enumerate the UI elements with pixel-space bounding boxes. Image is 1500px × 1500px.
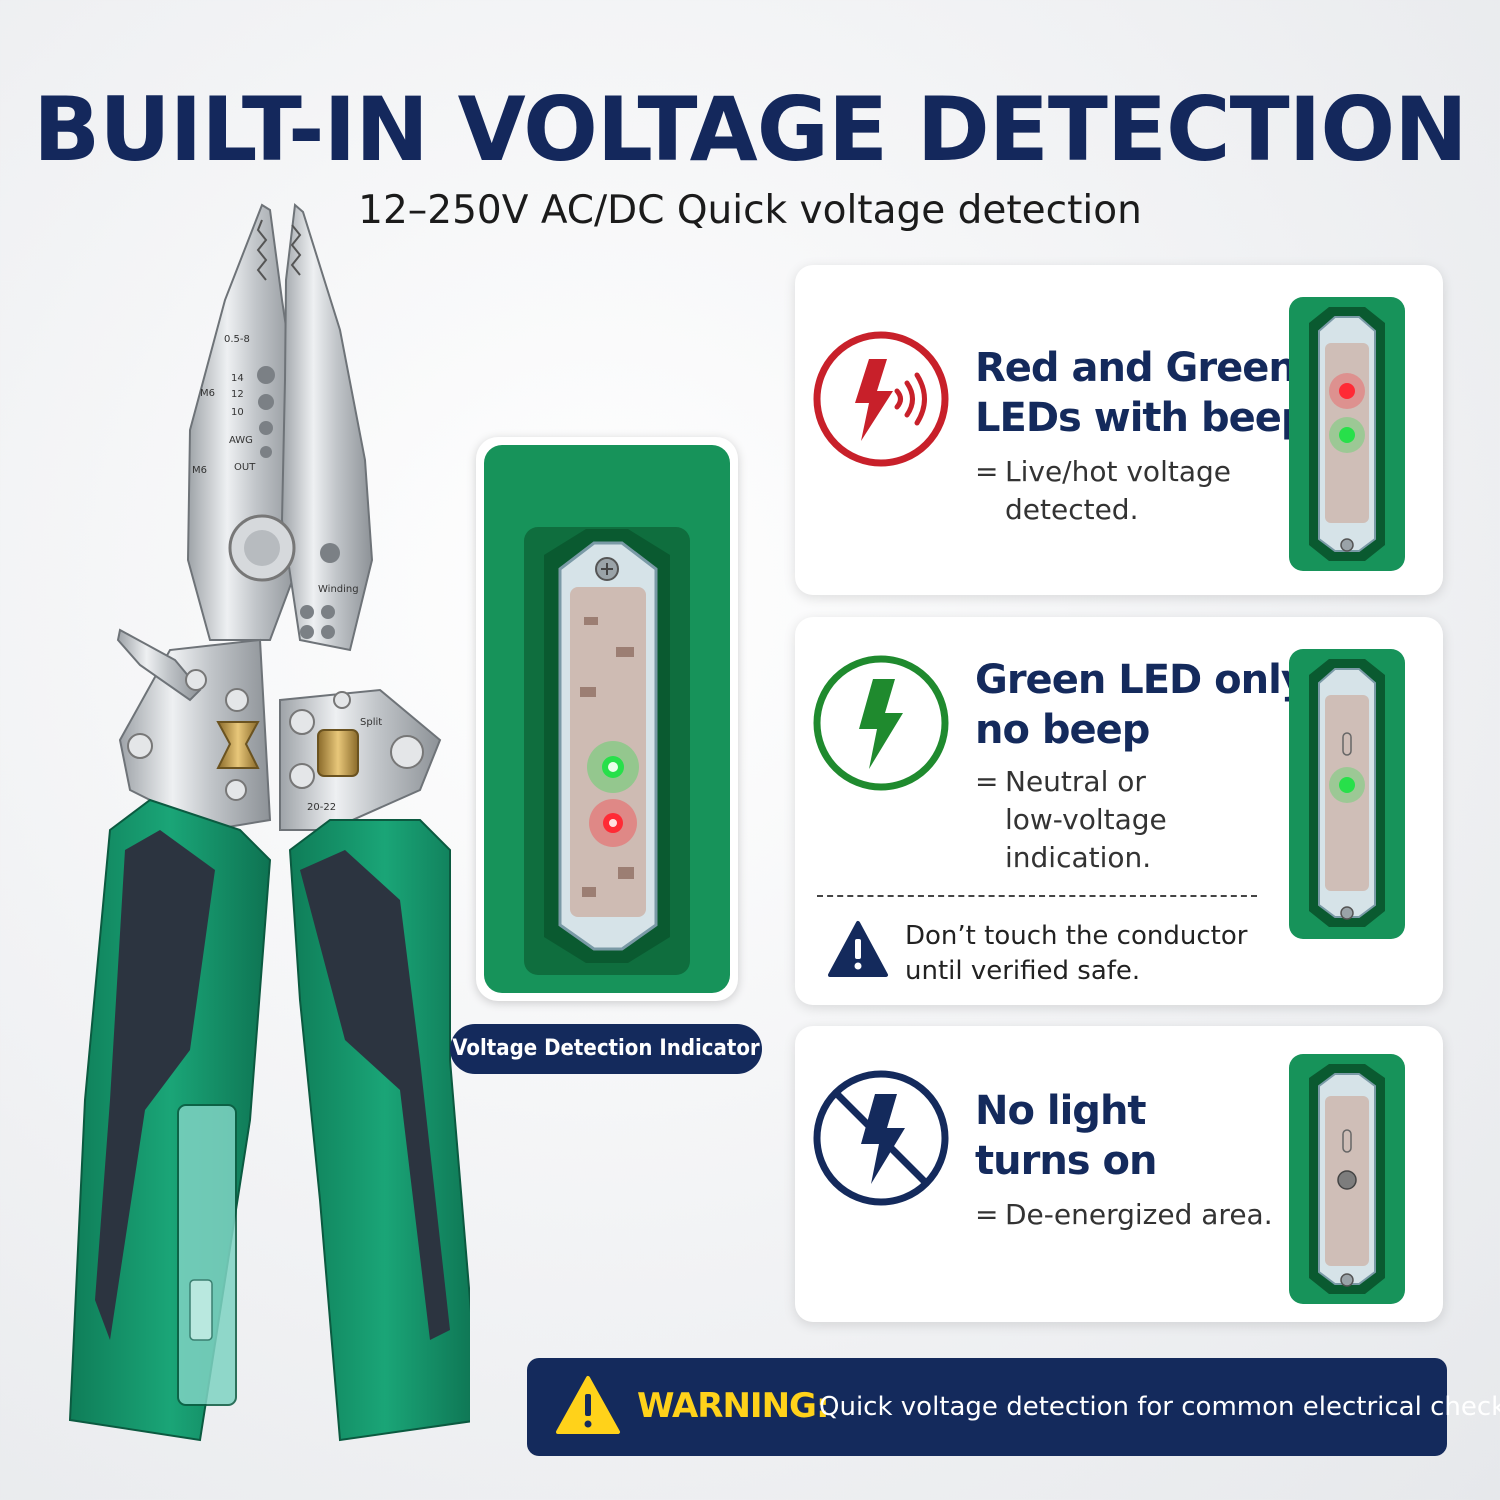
indicator-label: Voltage Detection Indicator (450, 1024, 762, 1074)
marking-m6-b: M6 (192, 465, 207, 476)
card2-headline-line1: Green LED only, (975, 657, 1318, 703)
caution-line1: Don’t touch the conductor (905, 921, 1248, 951)
card-de-energized: No light turns on = De-energized area. (795, 1026, 1443, 1322)
card3-equals: = (975, 1198, 999, 1231)
marking-awg-10: 10 (231, 407, 244, 418)
marking-awg-12: 12 (231, 389, 244, 400)
card3-headline-line1: No light (975, 1088, 1147, 1134)
card2-desc-line1: Neutral or (1005, 765, 1146, 798)
card-neutral-low-voltage: Green LED only, no beep = Neutral or low… (795, 617, 1443, 1005)
lightning-icon (813, 655, 949, 791)
marking-out: OUT (234, 462, 256, 473)
warning-text: Quick voltage detection for common elect… (819, 1392, 1500, 1422)
page-title: BUILT-IN VOLTAGE DETECTION (33, 78, 1468, 181)
card2-equals: = (975, 765, 999, 798)
caution-line2: until verified safe. (905, 956, 1141, 986)
indicator-green-led-only (1289, 649, 1405, 939)
card1-desc-line2: detected. (1005, 493, 1139, 526)
card-live-voltage: Red and Green LEDs with beep = Live/hot … (795, 265, 1443, 595)
marking-20-22: 20-22 (307, 802, 336, 813)
indicator-leds-off (1289, 1054, 1405, 1304)
card2-headline-line2: no beep (975, 707, 1150, 753)
card3-headline-line2: turns on (975, 1138, 1157, 1184)
card1-equals: = (975, 455, 999, 488)
warning-banner: WARNING: Quick voltage detection for com… (527, 1358, 1500, 1456)
dashed-divider (817, 895, 1257, 897)
card1-desc-line1: Live/hot voltage (1005, 455, 1231, 488)
voltage-indicator-closeup (476, 437, 738, 1001)
card1-headline-line2: LEDs with beep (975, 395, 1309, 441)
card2-desc-line2: low-voltage (1005, 803, 1167, 836)
warning-label: WARNING: (637, 1386, 830, 1426)
marking-awg: AWG (229, 435, 253, 446)
warning-triangle-icon (556, 1376, 620, 1434)
page-subtitle: 12–250V AC/DC Quick voltage detection (358, 188, 1142, 233)
marking-split: Split (360, 717, 382, 728)
warning-triangle-icon (828, 921, 888, 977)
card3-desc-line1: De-energized area. (1005, 1198, 1273, 1231)
card2-desc-line3: indication. (1005, 841, 1152, 874)
lightning-beep-icon (813, 331, 949, 467)
marking-winding: Winding (318, 584, 359, 595)
wire-stripper-pliers-image: 0.5-8 M6 14 12 10 AWG M6 OUT Winding Spl… (68, 202, 470, 1442)
card1-headline-line1: Red and Green (975, 345, 1297, 391)
marking-range-0-5-8: 0.5-8 (224, 334, 250, 345)
indicator-red-green-leds (1289, 297, 1405, 571)
marking-m6-a: M6 (200, 388, 215, 399)
marking-awg-14: 14 (231, 373, 244, 384)
no-lightning-icon (813, 1070, 949, 1206)
